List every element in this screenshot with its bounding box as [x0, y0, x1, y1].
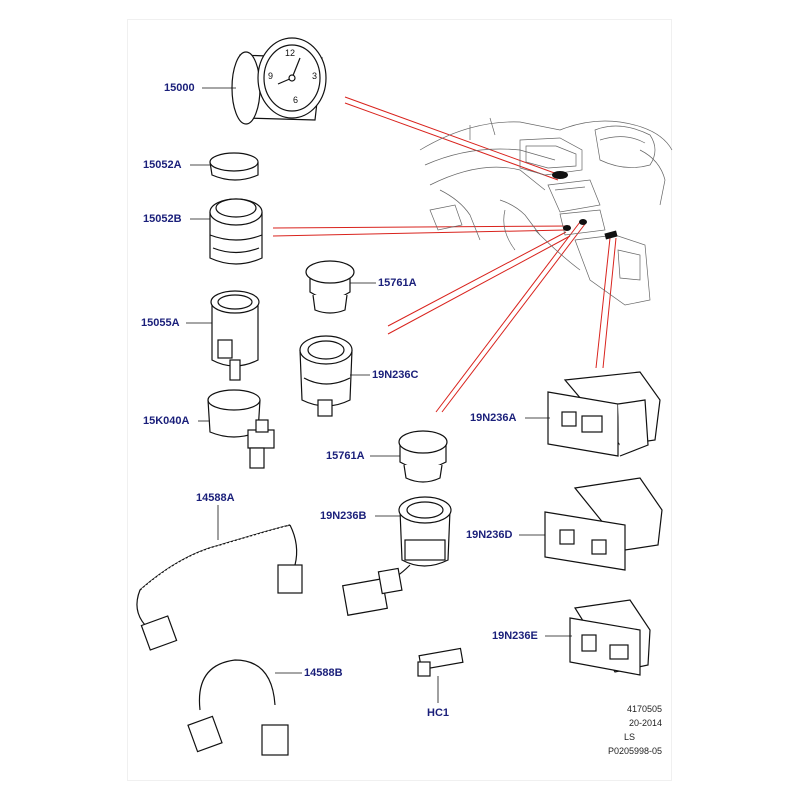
socket-15052B-illustration	[209, 198, 263, 265]
svg-text:9: 9	[268, 71, 273, 81]
part-label-15k040a: 15K040A	[143, 415, 190, 427]
reference-drawing-id: P0205998-05	[607, 746, 662, 756]
module-19N236E-illustration	[569, 599, 651, 676]
part-label-15761a-top: 15761A	[378, 277, 417, 289]
part-label-15052b: 15052B	[143, 213, 182, 225]
part-label-14588a: 14588A	[196, 492, 235, 504]
part-label-hc1: HC1	[427, 707, 450, 719]
part-label-15055a: 15055A	[141, 317, 180, 329]
part-label-19n236a: 19N236A	[470, 412, 517, 424]
reference-number: 4170505	[626, 704, 662, 714]
svg-text:3: 3	[312, 71, 317, 81]
cap-15052A-illustration	[209, 152, 259, 181]
part-HC1-illustration	[417, 647, 464, 677]
clock-numerals: 12 3 6 9	[268, 48, 317, 105]
cap-15761A-top-illustration	[305, 260, 355, 314]
part-label-14588b: 14588B	[304, 667, 343, 679]
red-callout-lines	[272, 96, 617, 413]
cable-14588B-illustration	[187, 659, 289, 756]
dashboard-highlights	[552, 171, 618, 240]
part-label-19n236c: 19N236C	[372, 369, 419, 381]
part-label-15000: 15000	[164, 82, 195, 94]
cap-15761A-mid-illustration	[398, 430, 448, 483]
socket-19N236C-illustration	[299, 335, 353, 417]
svg-text:12: 12	[285, 48, 295, 58]
clock-15000-illustration	[231, 37, 327, 125]
reference-date: 20-2014	[628, 718, 662, 728]
part-label-15052a: 15052A	[143, 159, 182, 171]
reference-code: LS	[623, 732, 635, 742]
part-label-15761a-mid: 15761A	[326, 450, 365, 462]
leader-lines	[186, 87, 572, 703]
holder-15K040A-illustration	[207, 389, 275, 469]
socket-15055A-illustration	[210, 290, 260, 381]
part-label-19n236e: 19N236E	[492, 630, 538, 642]
usb-module-19N236A-illustration	[547, 371, 661, 457]
part-label-19n236d: 19N236D	[466, 529, 513, 541]
module-19N236D-illustration	[544, 477, 663, 571]
socket-19N236B-illustration	[342, 496, 452, 616]
svg-text:6: 6	[293, 95, 298, 105]
dashboard-sketch	[419, 117, 673, 306]
part-label-19n236b: 19N236B	[320, 510, 367, 522]
coiled-cable-14588A-illustration	[136, 524, 303, 651]
